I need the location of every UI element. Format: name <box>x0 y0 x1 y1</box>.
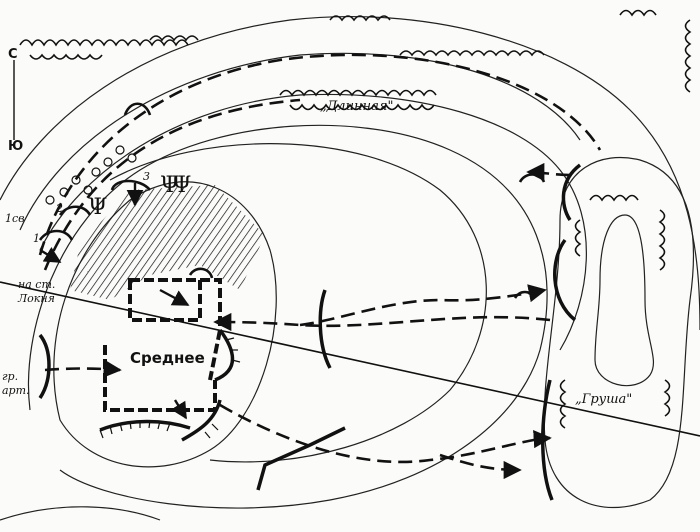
svg-text:Ψ: Ψ <box>160 173 179 198</box>
arrow-inner-arc <box>43 98 301 271</box>
label-pear-hill: „Груша" <box>575 392 632 407</box>
compass: С Ю <box>8 47 23 154</box>
arrow-top-right <box>526 162 571 182</box>
arrow-right-to-village <box>213 312 551 332</box>
unit-symbols <box>38 102 546 299</box>
label-unit-3: 3 <box>143 170 150 183</box>
contour-5 <box>109 143 487 463</box>
map-labels: „Длинная" „Груша" Среднее на ст. Локня г… <box>2 99 632 407</box>
svg-text:Ψ: Ψ <box>88 195 107 220</box>
marsh-area <box>70 185 265 300</box>
forest-upper-band <box>149 15 545 57</box>
contour-bottom-left <box>0 506 161 521</box>
svg-text:Ψ: Ψ <box>172 173 191 198</box>
label-unit-2: 2 <box>55 202 63 215</box>
forest-areas <box>19 9 692 429</box>
arrow-lower-right <box>439 453 522 480</box>
psi-glyphs: Ψ Ψ Ψ <box>88 173 191 220</box>
contour-2 <box>19 52 581 231</box>
label-long-hill: „Длинная" <box>320 99 393 114</box>
label-railway-name: Локня <box>17 292 55 305</box>
label-railway-station: на ст. <box>18 278 55 291</box>
dots <box>45 145 137 205</box>
defense-ticks <box>99 337 241 439</box>
arrow-top-arc <box>38 53 602 256</box>
arrow-group <box>44 359 122 378</box>
compass-north: С <box>8 47 18 62</box>
arrow-to-pear-bottom <box>219 403 552 464</box>
contour-4 <box>27 124 548 509</box>
label-unit-1: 1 <box>33 232 40 245</box>
compass-south: Ю <box>8 139 23 154</box>
label-village: Среднее <box>130 349 205 367</box>
label-group-1: гр. <box>2 370 18 383</box>
forest-long-hill <box>279 89 437 111</box>
forest-top-right <box>619 9 692 93</box>
contour-3 <box>39 93 587 351</box>
forest-top-left <box>19 39 189 60</box>
contour-pear-inner <box>594 214 654 387</box>
label-unit-1-2: 1св <box>5 212 25 225</box>
forest-pear-hill <box>559 194 671 429</box>
railway-line <box>0 281 700 437</box>
short-arrows <box>39 183 190 420</box>
label-group-2: арт. <box>2 384 30 397</box>
village-blocks <box>103 278 222 412</box>
